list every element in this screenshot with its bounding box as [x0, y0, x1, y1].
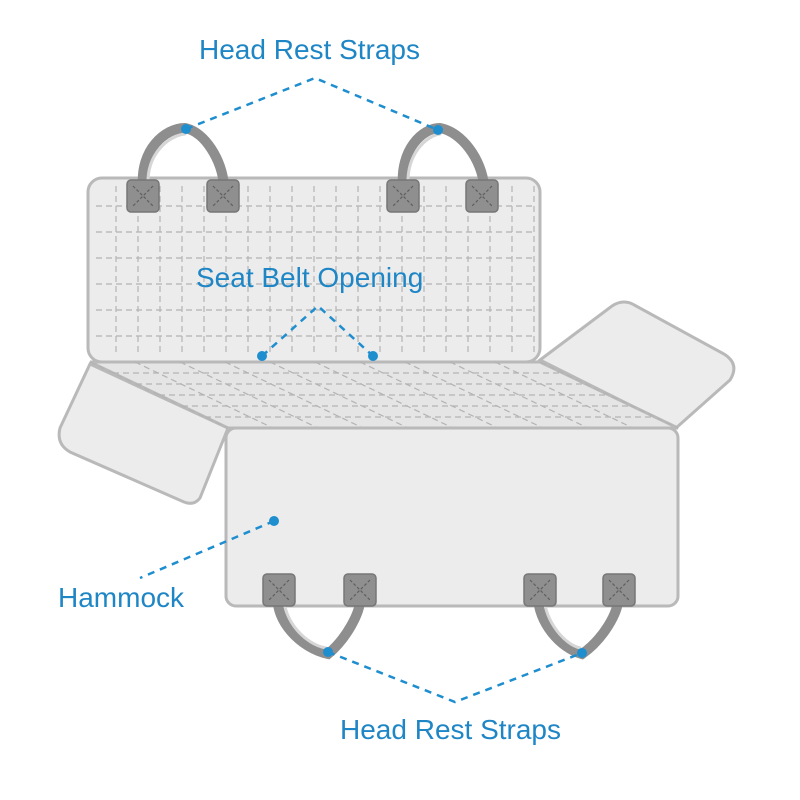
top-anchor-3 — [386, 179, 420, 213]
seat-quilting — [89, 361, 679, 429]
top-anchor-4 — [465, 179, 499, 213]
top-anchor-2 — [206, 179, 240, 213]
label-seat-belt-opening: Seat Belt Opening — [196, 262, 424, 293]
bottom-anchor-2 — [343, 573, 377, 607]
bottom-anchor-3 — [523, 573, 557, 607]
backrest-quilting — [96, 186, 535, 356]
hammock-panel — [224, 426, 680, 608]
label-head-rest-straps-bottom: Head Rest Straps — [340, 714, 561, 745]
seat-base — [89, 360, 679, 430]
right-side-flap — [537, 300, 736, 430]
label-hammock: Hammock — [58, 582, 185, 613]
left-side-flap — [57, 362, 230, 505]
top-anchor-1 — [126, 179, 160, 213]
quilt-stitch — [539, 361, 679, 429]
bottom-anchor-1 — [262, 573, 296, 607]
backrest-panel — [86, 176, 542, 364]
leader-seat-belt-opening — [257, 304, 378, 361]
leader-head-rest-top — [181, 76, 443, 135]
leader-hammock — [139, 516, 279, 580]
bottom-anchor-4 — [602, 573, 636, 607]
label-head-rest-straps-top: Head Rest Straps — [199, 34, 420, 65]
leader-head-rest-bottom — [323, 647, 587, 704]
